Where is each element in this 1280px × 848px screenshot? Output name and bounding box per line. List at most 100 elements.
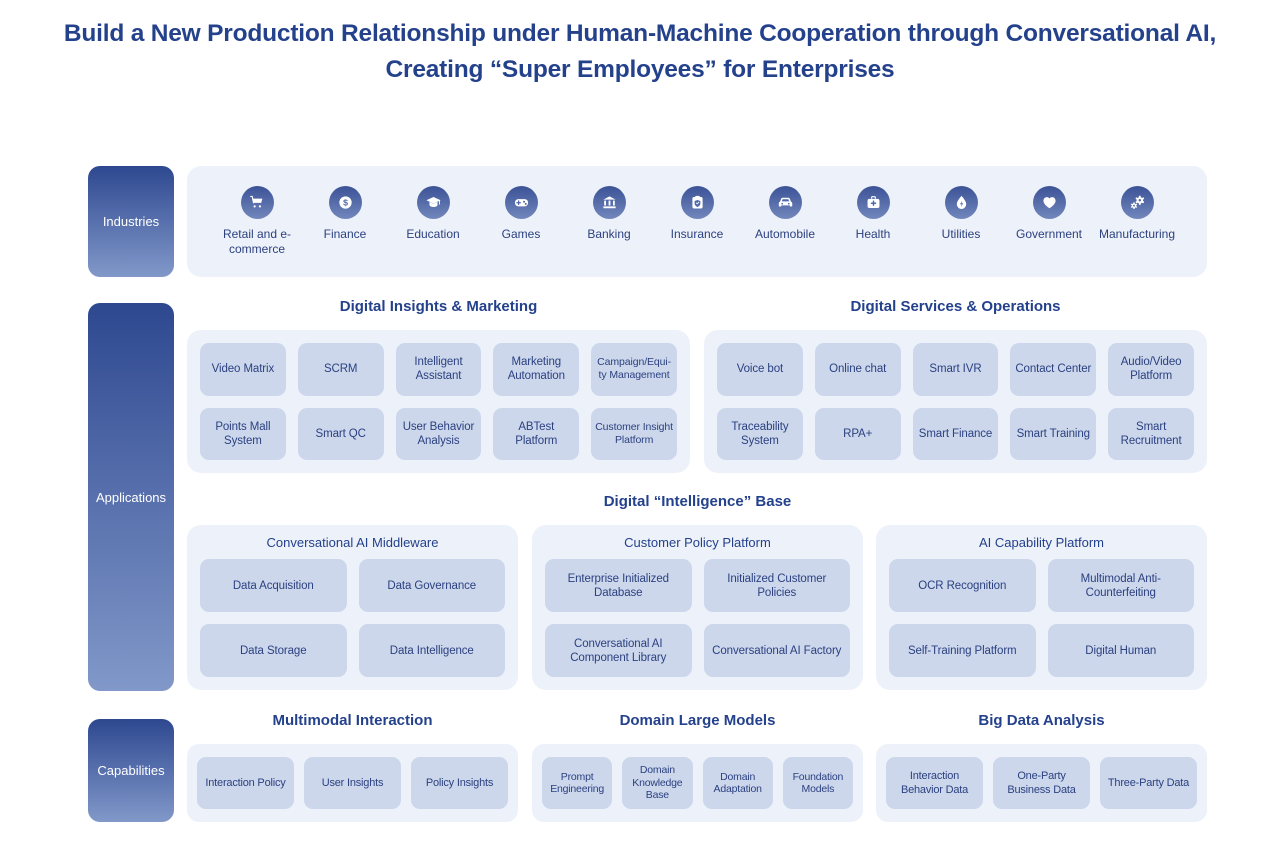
box-domain-knowledge-base: Domain Knowledge Base [622, 757, 693, 809]
box-multimodal-anti-counterfeiting: Multimodal Anti-Counterfeiting [1047, 559, 1194, 612]
industry-item-automobile: Automobile [741, 186, 829, 277]
box-audio-video-platform: Audio/Video Platform [1108, 343, 1194, 396]
box-smart-finance: Smart Finance [912, 407, 999, 460]
box-smart-qc: Smart QC [297, 407, 384, 460]
box-user-behavior-analysis: User Behavior Analysis [395, 407, 482, 460]
box-three-party-data: Three-Party Data [1100, 757, 1197, 809]
box-ocr-recognition: OCR Recognition [889, 559, 1036, 612]
panel-big-data-analysis: Interaction Behavior Data One-Party Busi… [876, 744, 1207, 822]
box-conversational-ai-component-library: Conversational AI Component Library [545, 624, 692, 677]
water-drop-icon [944, 186, 978, 219]
box-smart-ivr: Smart IVR [912, 343, 999, 396]
sidebar-block-capabilities: Capabilities [88, 719, 174, 822]
industry-label: Finance [323, 227, 367, 241]
industry-label: Health [855, 227, 891, 241]
panel-digital-services-operations: Voice bot Online chat Smart IVR Contact … [704, 330, 1207, 473]
box-data-intelligence: Data Intelligence [358, 624, 505, 677]
box-contact-center: Contact Center [1010, 343, 1097, 396]
industry-label: Manufacturing [1098, 227, 1176, 241]
box-data-acquisition: Data Acquisition [200, 559, 347, 612]
insurance-shield-icon [680, 186, 714, 219]
box-online-chat: Online chat [814, 343, 901, 396]
section-header-big-data-analysis: Big Data Analysis [978, 712, 1105, 729]
industry-label: Retail and e-commerce [222, 227, 292, 256]
panel-title: Conversational AI Middleware [266, 535, 439, 550]
section-header-intelligence-base: Digital “Intelligence” Base [603, 493, 792, 510]
box-smart-recruitment: Smart Recruitment [1108, 407, 1194, 460]
box-smart-training: Smart Training [1010, 407, 1097, 460]
industry-label: Education [406, 227, 460, 241]
box-initialized-customer-policies: Initialized Customer Policies [703, 559, 850, 612]
industry-label: Government [1015, 227, 1083, 241]
shopping-cart-icon [240, 186, 274, 219]
industry-item-insurance: Insurance [653, 186, 741, 277]
box-rpa-plus: RPA+ [814, 407, 901, 460]
industry-label: Utilities [941, 227, 981, 241]
car-icon [768, 186, 802, 219]
page-title: Build a New Production Relationship unde… [0, 16, 1280, 88]
section-header-insights-marketing: Digital Insights & Marketing [339, 298, 538, 315]
heart-icon [1032, 186, 1066, 219]
industry-item-manufacturing: Manufacturing [1093, 186, 1181, 277]
panel-multimodal-interaction: Interaction Policy User Insights Policy … [187, 744, 518, 822]
box-foundation-models: Foundation Models [782, 757, 853, 809]
title-line-1: Build a New Production Relationship unde… [63, 20, 1217, 47]
industry-item-government: Government [1005, 186, 1093, 277]
box-data-storage: Data Storage [200, 624, 347, 677]
sidebar-block-applications: Applications [88, 303, 174, 691]
panel-conversational-ai-middleware: Conversational AI Middleware Data Acquis… [187, 525, 518, 690]
box-domain-adaptation: Domain Adaptation [702, 757, 773, 809]
svg-text:$: $ [343, 198, 348, 208]
box-self-training-platform: Self-Training Platform [889, 624, 1036, 677]
industry-item-finance: $ Finance [301, 186, 389, 277]
box-data-governance: Data Governance [358, 559, 505, 612]
box-user-insights: User Insights [304, 757, 401, 809]
gamepad-icon [504, 186, 538, 219]
dollar-coin-icon: $ [328, 186, 362, 219]
box-campaign-equity-management: Campaign/Equi- ty Management [591, 343, 677, 396]
box-video-matrix: Video Matrix [200, 343, 286, 396]
box-voice-bot: Voice bot [717, 343, 803, 396]
industry-item-education: Education [389, 186, 477, 277]
industry-label: Banking [587, 227, 631, 241]
box-intelligent-assistant: Intelligent Assistant [395, 343, 482, 396]
panel-title: AI Capability Platform [979, 535, 1104, 550]
box-scrm: SCRM [297, 343, 384, 396]
box-abtest-platform: ABTest Platform [493, 407, 580, 460]
panel-domain-large-models: Prompt Engineering Domain Knowledge Base… [532, 744, 863, 822]
sidebar-block-industries: Industries [88, 166, 174, 277]
box-traceability-system: Traceability System [717, 407, 803, 460]
box-policy-insights: Policy Insights [411, 757, 508, 809]
box-enterprise-initialized-database: Enterprise Initialized Database [545, 559, 692, 612]
medical-kit-icon [856, 186, 890, 219]
box-one-party-business-data: One-Party Business Data [993, 757, 1090, 809]
box-interaction-behavior-data: Interaction Behavior Data [886, 757, 983, 809]
box-marketing-automation: Marketing Automation [493, 343, 580, 396]
industries-panel: Retail and e-commerce $ Finance Educatio… [187, 166, 1207, 277]
section-header-services-operations: Digital Services & Operations [850, 298, 1061, 315]
box-prompt-engineering: Prompt Engineering [542, 757, 613, 809]
sidebar-label: Applications [95, 489, 167, 505]
industry-label: Automobile [754, 227, 816, 241]
panel-customer-policy-platform: Customer Policy Platform Enterprise Init… [532, 525, 863, 690]
industry-item-retail: Retail and e-commerce [213, 186, 301, 277]
industry-label: Insurance [670, 227, 724, 241]
box-conversational-ai-factory: Conversational AI Factory [703, 624, 850, 677]
box-interaction-policy: Interaction Policy [197, 757, 294, 809]
sidebar-label: Industries [102, 214, 160, 229]
industry-item-banking: Banking [565, 186, 653, 277]
industry-item-health: Health [829, 186, 917, 277]
gears-icon [1120, 186, 1154, 219]
box-customer-insight-platform: Customer Insight Platform [591, 407, 677, 460]
section-header-domain-large-models: Domain Large Models [619, 712, 776, 729]
box-digital-human: Digital Human [1047, 624, 1194, 677]
panel-title: Customer Policy Platform [624, 535, 771, 550]
box-points-mall-system: Points Mall System [200, 407, 286, 460]
bank-icon [592, 186, 626, 219]
industry-item-utilities: Utilities [917, 186, 1005, 277]
panel-ai-capability-platform: AI Capability Platform OCR Recognition M… [876, 525, 1207, 690]
title-line-2: Creating “Super Employees” for Enterpris… [385, 56, 895, 83]
industry-label: Games [501, 227, 541, 241]
graduation-cap-icon [416, 186, 450, 219]
